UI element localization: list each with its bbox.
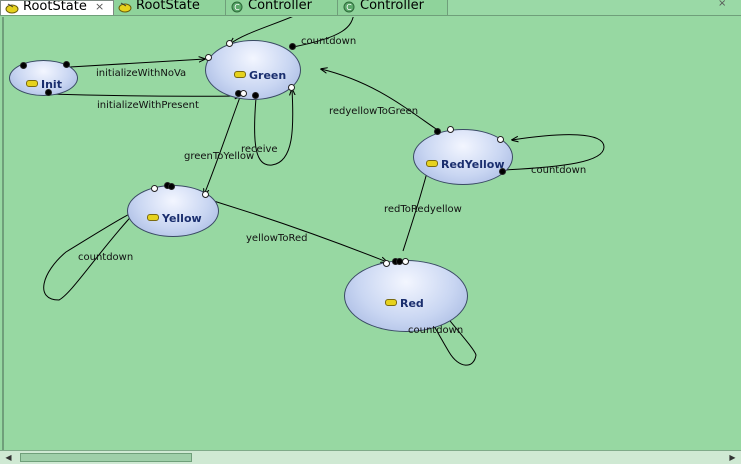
- horizontal-scrollbar[interactable]: ◀ ▶: [0, 450, 741, 464]
- tab-label: RootState: [23, 0, 87, 14]
- entry-point: [497, 136, 504, 143]
- tab-label: Controller: [248, 0, 312, 13]
- entry-point: [240, 90, 247, 97]
- transition-label[interactable]: yellowToRed: [246, 233, 308, 244]
- exit-point: [434, 128, 441, 135]
- entry-point: [383, 260, 390, 267]
- transition-label[interactable]: redyellowToGreen: [329, 106, 419, 117]
- editor-tab-bar: RootState × RootState C Controller C Con…: [0, 0, 741, 16]
- state-green[interactable]: [205, 40, 301, 100]
- entry-point: [226, 40, 233, 47]
- transition-label[interactable]: countdown: [301, 36, 357, 47]
- transition-label[interactable]: receive: [241, 144, 278, 155]
- transition-label[interactable]: redToRedyellow: [384, 204, 462, 215]
- entry-point: [288, 84, 295, 91]
- edge-redyellow-countdown: [503, 134, 605, 171]
- exit-point: [168, 183, 175, 190]
- edge-green-to-yellow: [204, 96, 241, 195]
- state-diagram-icon: [118, 2, 132, 13]
- tab-label: Controller: [360, 0, 424, 13]
- transition-label[interactable]: initializeWithNoVa: [96, 68, 187, 79]
- exit-point: [63, 61, 70, 68]
- entry-point: [447, 126, 454, 133]
- entry-point: [402, 258, 409, 265]
- state-icon: [234, 71, 246, 78]
- edge-green-receive: [254, 89, 293, 166]
- edge-redyellow-to-green: [321, 69, 440, 132]
- state-redyellow-label: RedYellow: [426, 158, 504, 171]
- svg-text:C: C: [234, 3, 240, 12]
- state-icon: [26, 80, 38, 87]
- exit-point: [45, 89, 52, 96]
- entry-point: [202, 191, 209, 198]
- transition-label[interactable]: countdown: [408, 325, 464, 336]
- state-redyellow[interactable]: [413, 129, 513, 185]
- scrollbar-thumb[interactable]: [20, 453, 192, 462]
- exit-point: [289, 43, 296, 50]
- scroll-left-icon[interactable]: ◀: [5, 453, 12, 462]
- state-red-label: Red: [385, 297, 424, 310]
- scroll-right-icon[interactable]: ▶: [729, 453, 736, 462]
- state-init-label: Init: [26, 78, 62, 91]
- exit-point: [252, 92, 259, 99]
- edge-yellow-countdown: [43, 189, 164, 301]
- exit-point: [20, 62, 27, 69]
- state-red[interactable]: [344, 260, 468, 332]
- state-icon: [426, 160, 438, 167]
- tab-rootstate-1[interactable]: RootState ×: [0, 0, 114, 15]
- edge-initialize-present: [48, 94, 241, 96]
- state-diagram-canvas[interactable]: Init Green Yellow Red RedYellow initiali…: [2, 17, 741, 450]
- exit-point: [499, 168, 506, 175]
- transition-label[interactable]: initializeWithPresent: [97, 100, 199, 111]
- state-yellow-label: Yellow: [147, 212, 202, 225]
- svg-text:C: C: [346, 3, 352, 12]
- tab-label: RootState: [136, 0, 200, 13]
- state-icon: [385, 299, 397, 306]
- class-c-icon: C: [343, 1, 355, 13]
- close-icon[interactable]: ×: [95, 0, 105, 13]
- class-c-icon: C: [231, 1, 243, 13]
- entry-point: [151, 185, 158, 192]
- tab-controller-1[interactable]: C Controller: [226, 0, 338, 15]
- tab-controller-2[interactable]: C Controller: [338, 0, 448, 15]
- entry-point: [205, 54, 212, 61]
- transition-edges: [43, 17, 605, 366]
- state-green-label: Green: [234, 69, 286, 82]
- transition-label[interactable]: countdown: [78, 252, 134, 263]
- transition-label[interactable]: countdown: [531, 165, 587, 176]
- edge-green-countdown: [230, 17, 293, 44]
- window-close-icon[interactable]: ×: [718, 0, 727, 9]
- state-diagram-icon: [5, 3, 19, 14]
- state-icon: [147, 214, 159, 221]
- edge-initialize-no-value: [69, 59, 205, 68]
- tab-rootstate-2[interactable]: RootState: [114, 0, 226, 15]
- transition-label[interactable]: greenToYellow: [184, 151, 255, 162]
